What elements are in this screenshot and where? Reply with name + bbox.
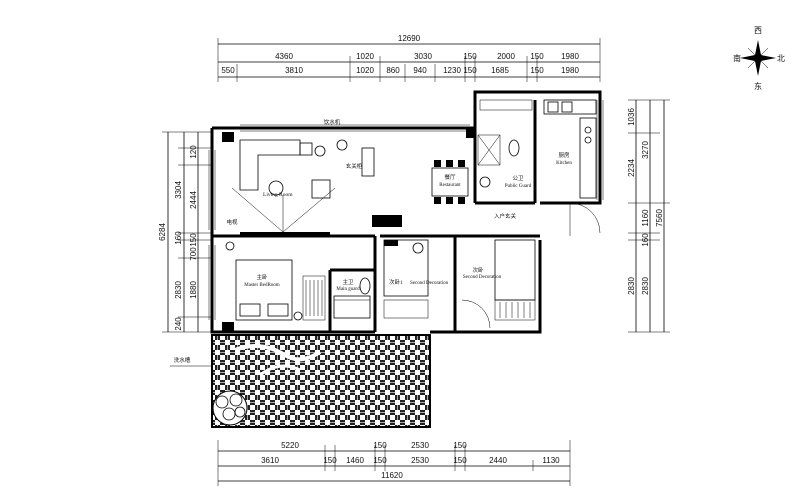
dim-left-5: 150 bbox=[189, 233, 198, 247]
dim-left-10: 240 bbox=[174, 317, 183, 331]
kitchen-label-cn: 厨房 bbox=[558, 151, 570, 159]
dim-top2-5: 940 bbox=[413, 66, 427, 75]
balcony: 洗水槽 bbox=[170, 334, 431, 428]
dim-bottom-total: 11620 bbox=[381, 471, 403, 480]
kitchen-label-en: Kitchen bbox=[556, 161, 572, 166]
main-bath-label-cn: 主卫 bbox=[342, 278, 354, 286]
compass-icon bbox=[740, 40, 776, 76]
dim-top-3: 3030 bbox=[414, 52, 432, 61]
dim-bottom2-6: 150 bbox=[453, 456, 467, 465]
dim-top2-3: 1020 bbox=[356, 66, 374, 75]
restaurant-label-cn: 餐厅 bbox=[444, 173, 456, 181]
second2-label-cn: 次卧 bbox=[472, 266, 484, 274]
walls bbox=[210, 90, 602, 334]
restaurant-label-en: Restaurant bbox=[439, 183, 461, 188]
public-bath: 公卫 Public Guard bbox=[477, 99, 533, 189]
dim-bottom2-7: 2440 bbox=[489, 456, 507, 465]
second1-label-cn: 次卧1 bbox=[389, 278, 403, 286]
dim-left-1: 120 bbox=[189, 145, 198, 159]
dim-right-6: 160 bbox=[641, 233, 650, 247]
compass-north: 北 bbox=[777, 54, 785, 63]
master-bedroom: 主卧 Master BedRoom bbox=[225, 241, 326, 321]
second2-label-en: Second Decoration bbox=[463, 275, 502, 280]
dim-right-5: 7560 bbox=[655, 209, 664, 227]
shoe-cabinet-label: 玄关柜 bbox=[346, 162, 363, 170]
sink-label: 洗水槽 bbox=[174, 356, 191, 364]
top-dimensions: 12690 4360 1020 3030 150 2000 150 1980 5… bbox=[217, 34, 601, 82]
windows bbox=[208, 100, 604, 320]
dim-bottom2-1: 3610 bbox=[261, 456, 279, 465]
dim-top-7: 1980 bbox=[561, 52, 579, 61]
main-bath-label-en: Main guard bbox=[336, 287, 360, 292]
dim-bottom2-8: 1130 bbox=[542, 456, 560, 465]
dim-left-6: 700 bbox=[189, 247, 198, 261]
second-bedroom-1: 次卧1 Second Decoration bbox=[383, 239, 449, 319]
right-dimensions: 1036 2234 3270 1160 7560 160 2830 2830 bbox=[627, 99, 670, 333]
dim-right-8: 2830 bbox=[641, 277, 650, 295]
dim-top2-8: 1685 bbox=[491, 66, 509, 75]
compass-east: 东 bbox=[754, 81, 762, 91]
dim-right-2: 2234 bbox=[627, 159, 636, 177]
entrance-label: 入户玄关 bbox=[494, 212, 517, 220]
main-bath: 主卫 Main guard bbox=[333, 277, 371, 319]
dim-left-2: 2444 bbox=[189, 191, 198, 209]
dim-bottom2-3: 1460 bbox=[346, 456, 364, 465]
dim-top2-7: 150 bbox=[463, 66, 477, 75]
dim-top2-2: 3810 bbox=[285, 66, 303, 75]
dim-bottom-3: 2530 bbox=[411, 441, 429, 450]
dim-right-7: 2830 bbox=[627, 277, 636, 295]
dim-left-9: 6284 bbox=[158, 223, 167, 241]
dim-right-1: 1036 bbox=[627, 108, 636, 126]
dim-bottom-4: 150 bbox=[453, 441, 467, 450]
master-label-en: Master BedRoom bbox=[244, 283, 280, 288]
dim-left-7: 1880 bbox=[189, 281, 198, 299]
dim-top-4: 150 bbox=[463, 52, 477, 61]
living-label-en: Living Room bbox=[263, 192, 293, 198]
tv-label: 电视 bbox=[226, 218, 238, 226]
second-bedroom-2: 次卧 Second Decoration bbox=[461, 239, 536, 329]
entrance: 入户玄关 bbox=[494, 202, 601, 236]
kitchen: 厨房 Kitchen bbox=[543, 99, 597, 199]
dim-right-3: 3270 bbox=[641, 141, 650, 159]
restaurant: 餐厅 Restaurant bbox=[431, 160, 469, 204]
dim-top2-4: 860 bbox=[386, 66, 400, 75]
plant-icon bbox=[212, 390, 248, 426]
dim-top-1: 4360 bbox=[275, 52, 293, 61]
dim-bottom2-2: 150 bbox=[323, 456, 337, 465]
dim-top2-9: 150 bbox=[530, 66, 544, 75]
dim-right-4: 1160 bbox=[641, 209, 650, 227]
water-dispenser-label: 饮水机 bbox=[324, 118, 341, 126]
public-bath-label-en: Public Guard bbox=[505, 184, 532, 189]
dim-bottom2-5: 2530 bbox=[411, 456, 429, 465]
dim-bottom-1: 5220 bbox=[281, 441, 299, 450]
dim-top-2: 1020 bbox=[356, 52, 374, 61]
dim-top-total: 12690 bbox=[398, 34, 421, 43]
dim-top-5: 2000 bbox=[497, 52, 515, 61]
master-label-cn: 主卧 bbox=[256, 273, 268, 281]
dim-bottom-2: 150 bbox=[373, 441, 387, 450]
public-bath-label-cn: 公卫 bbox=[512, 175, 524, 182]
dim-top-6: 150 bbox=[530, 52, 544, 61]
left-dimensions: 120 2444 3304 160 150 700 1880 2830 6284… bbox=[158, 131, 212, 333]
dim-top2-1: 550 bbox=[221, 66, 235, 75]
living-room: Living Room 饮水机 玄关柜 电视 bbox=[226, 118, 402, 236]
dim-left-8: 2830 bbox=[174, 281, 183, 299]
second1-label-en: Second Decoration bbox=[410, 281, 449, 286]
compass-south: 南 bbox=[733, 53, 741, 63]
dim-left-4: 160 bbox=[174, 231, 183, 245]
bottom-dimensions: 5220 150 2530 150 3610 150 1460 150 2530… bbox=[217, 440, 571, 486]
dim-bottom2-4: 150 bbox=[373, 456, 387, 465]
dim-top2-10: 1980 bbox=[561, 66, 579, 75]
dim-left-3: 3304 bbox=[174, 181, 183, 199]
dim-top2-6: 1230 bbox=[443, 66, 461, 75]
compass-west: 西 bbox=[754, 26, 762, 35]
